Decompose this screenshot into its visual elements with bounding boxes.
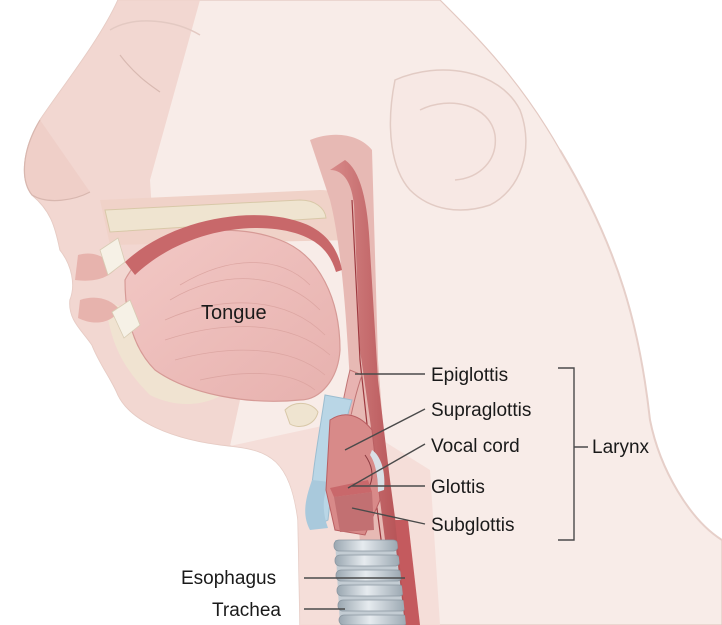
- label-subglottis: Subglottis: [431, 515, 514, 536]
- label-esophagus: Esophagus: [181, 568, 276, 589]
- label-vocal-cord: Vocal cord: [431, 436, 520, 457]
- label-glottis: Glottis: [431, 477, 485, 498]
- label-larynx: Larynx: [592, 437, 650, 458]
- label-trachea: Trachea: [212, 600, 281, 621]
- ear: [390, 70, 525, 210]
- label-epiglottis: Epiglottis: [431, 365, 508, 386]
- label-tongue: Tongue: [201, 302, 267, 324]
- label-supraglottis: Supraglottis: [431, 400, 531, 421]
